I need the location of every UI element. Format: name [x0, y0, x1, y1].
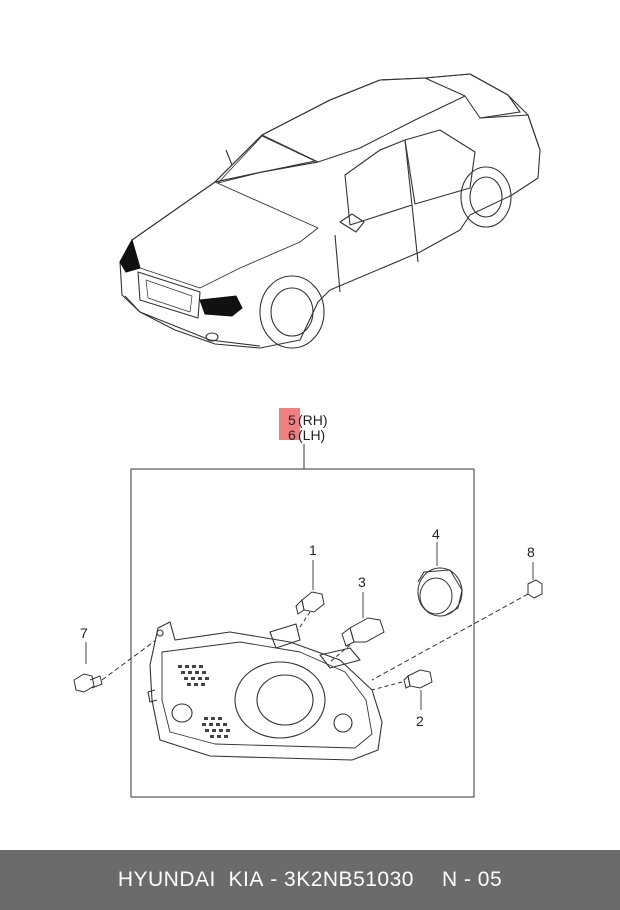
callout-3: 3 [358, 574, 366, 590]
headlamp-housing [147, 621, 383, 761]
bulb-part-2 [371, 669, 433, 710]
headlamp-vent-pattern [178, 665, 230, 738]
assembly-frame [130, 468, 475, 798]
bulb-part-3 [329, 592, 385, 663]
footer-separator: - [263, 868, 285, 891]
assembly-rh-number: 5 [288, 412, 296, 428]
assembly-number-highlight [279, 408, 300, 440]
callout-7: 7 [80, 625, 88, 641]
callout-2: 2 [416, 713, 424, 729]
footer-page: N - 05 [441, 868, 503, 891]
assembly-lh-side: (LH) [298, 427, 325, 443]
callout-8: 8 [527, 544, 535, 560]
cap-part-4 [417, 542, 463, 617]
nut-part-8 [371, 562, 543, 681]
assembly-rh-side: (RH) [298, 412, 328, 428]
car-headlight-left [119, 238, 141, 273]
screw-part-7 [73, 639, 157, 693]
car-headlight-right [199, 295, 243, 317]
car-illustration [119, 73, 541, 349]
bulb-part-1 [295, 560, 325, 631]
footer-brand: HYUNDAI KIA [117, 868, 264, 891]
parts-diagram: 5 (RH) 6 (LH) 1 [73, 73, 543, 798]
assembly-lh-number: 6 [288, 427, 296, 443]
footer-part-number: 3K2NB51030 [284, 868, 414, 891]
callout-1: 1 [309, 542, 317, 558]
footer-bar: HYUNDAI KIA - 3K2NB51030 N - 05 [0, 850, 620, 910]
callout-4: 4 [432, 526, 440, 542]
